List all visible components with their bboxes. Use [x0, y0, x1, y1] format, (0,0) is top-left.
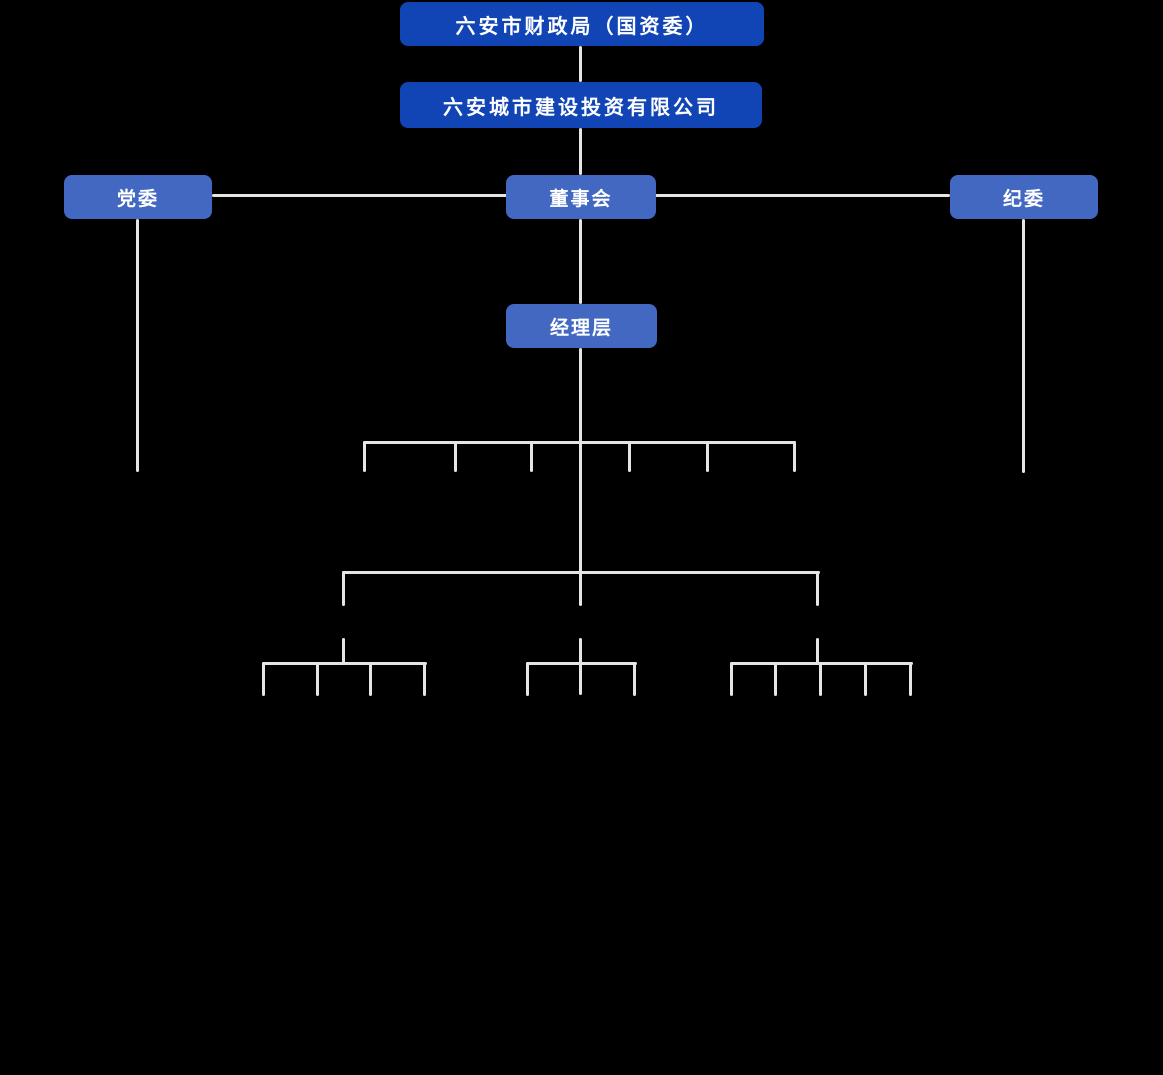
- connector-drop: [526, 662, 529, 696]
- connector-drop: [909, 662, 912, 696]
- connector-drop: [369, 662, 372, 696]
- connector-drop: [793, 441, 796, 472]
- connector-drop: [316, 662, 319, 696]
- connector-drop: [454, 441, 457, 472]
- connector-drop: [342, 571, 345, 606]
- org-node-party-committee: 党委: [64, 175, 212, 219]
- connector-drop: [819, 662, 822, 696]
- connector-drop: [633, 662, 636, 696]
- connector-board-management: [579, 219, 582, 304]
- connector-drop: [864, 662, 867, 696]
- connector-party-down: [136, 219, 139, 472]
- connector-drop: [363, 441, 366, 472]
- connector-finance-company: [579, 46, 582, 82]
- connector-bar-level2: [342, 571, 820, 574]
- connector-trunk-right: [816, 638, 819, 665]
- connector-company-board: [579, 128, 582, 175]
- org-node-board: 董事会: [506, 175, 656, 219]
- org-node-discipline-committee: 纪委: [950, 175, 1098, 219]
- connector-drop: [530, 441, 533, 472]
- connector-trunk-left: [342, 638, 345, 665]
- org-node-management-layer: 经理层: [506, 304, 657, 348]
- connector-drop: [730, 662, 733, 696]
- connector-discipline-down: [1022, 219, 1025, 473]
- connector-drop: [423, 662, 426, 696]
- connector-trunk-main: [579, 348, 582, 606]
- connector-drop: [816, 571, 819, 606]
- connector-bar-level3-left: [262, 662, 427, 665]
- org-node-finance-bureau: 六安市财政局（国资委）: [400, 2, 764, 46]
- org-node-company: 六安城市建设投资有限公司: [400, 82, 762, 128]
- connector-trunk-center: [579, 638, 582, 695]
- connector-drop: [774, 662, 777, 696]
- connector-drop: [262, 662, 265, 696]
- connector-bar-level3-middle: [526, 662, 637, 665]
- connector-bar-level1: [363, 441, 796, 444]
- connector-drop: [706, 441, 709, 472]
- connector-drop: [628, 441, 631, 472]
